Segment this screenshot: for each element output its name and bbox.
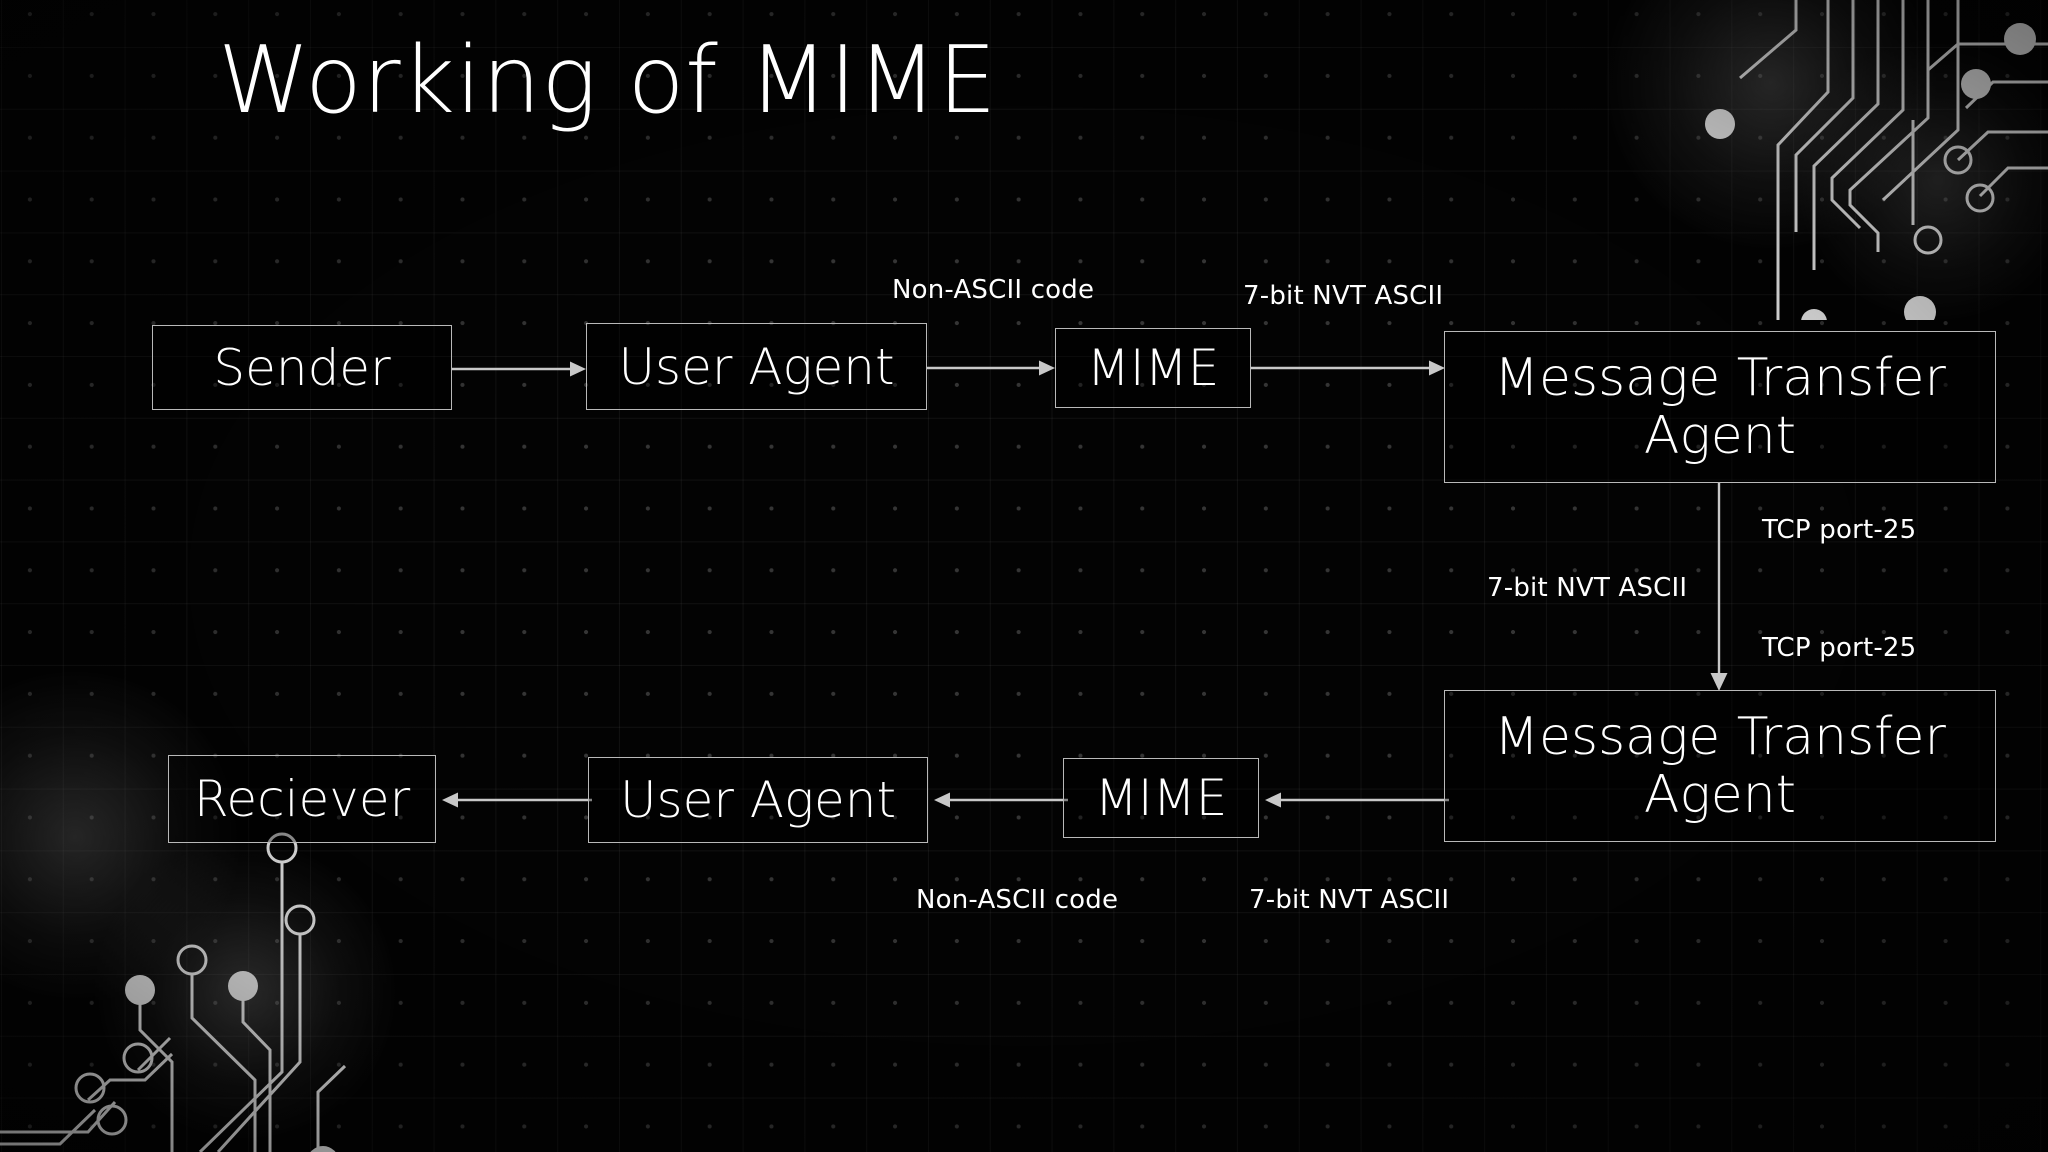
edge-label-tcp-port-lower: TCP port-25 — [1762, 633, 1917, 663]
glow-top-right-2 — [1798, 40, 2048, 320]
arrow-mta-bottom-to-mime-bottom — [1259, 789, 1449, 811]
glow-top-right-1 — [1606, 0, 1936, 248]
circuit-decoration-top-right — [1628, 0, 2048, 320]
node-receiver[interactable]: Reciever — [168, 755, 436, 843]
node-user-agent-bottom[interactable]: User Agent — [588, 757, 928, 843]
node-sender[interactable]: Sender — [152, 325, 452, 410]
page-title: Working of MIME — [218, 26, 998, 134]
node-mime-top[interactable]: MIME — [1055, 328, 1251, 408]
arrow-mime-to-mta-top — [1251, 357, 1451, 379]
arrow-mta-top-to-mta-bottom — [1706, 483, 1732, 695]
arrow-user-agent-to-receiver — [436, 789, 592, 811]
edge-label-tcp-port-upper: TCP port-25 — [1762, 515, 1917, 545]
edge-label-non-ascii-top: Non-ASCII code — [892, 275, 1095, 305]
mta-bottom-line-2: Agent — [1643, 765, 1797, 825]
arrow-user-agent-to-mime-top — [927, 357, 1059, 379]
node-mime-bottom[interactable]: MIME — [1063, 758, 1259, 838]
arrow-sender-to-user-agent — [452, 358, 592, 380]
edge-label-nvt-ascii-top: 7-bit NVT ASCII — [1243, 281, 1444, 311]
node-user-agent-top[interactable]: User Agent — [586, 323, 927, 410]
mta-top-line-2: Agent — [1643, 406, 1797, 466]
circuit-decoration-bottom-left — [0, 822, 420, 1152]
mta-bottom-line-1: Message Transfer — [1494, 706, 1946, 767]
glow-bottom-left-2 — [95, 842, 395, 1142]
node-message-transfer-agent-top[interactable]: Message Transfer Agent — [1444, 331, 1996, 483]
edge-label-nvt-ascii-middle: 7-bit NVT ASCII — [1487, 573, 1688, 603]
mta-top-line-1: Message Transfer — [1494, 347, 1946, 408]
node-message-transfer-agent-bottom[interactable]: Message Transfer Agent — [1444, 690, 1996, 842]
edge-label-nvt-ascii-bottom: 7-bit NVT ASCII — [1249, 885, 1450, 915]
edge-label-non-ascii-bottom: Non-ASCII code — [916, 885, 1119, 915]
arrow-mime-bottom-to-user-agent — [928, 789, 1068, 811]
